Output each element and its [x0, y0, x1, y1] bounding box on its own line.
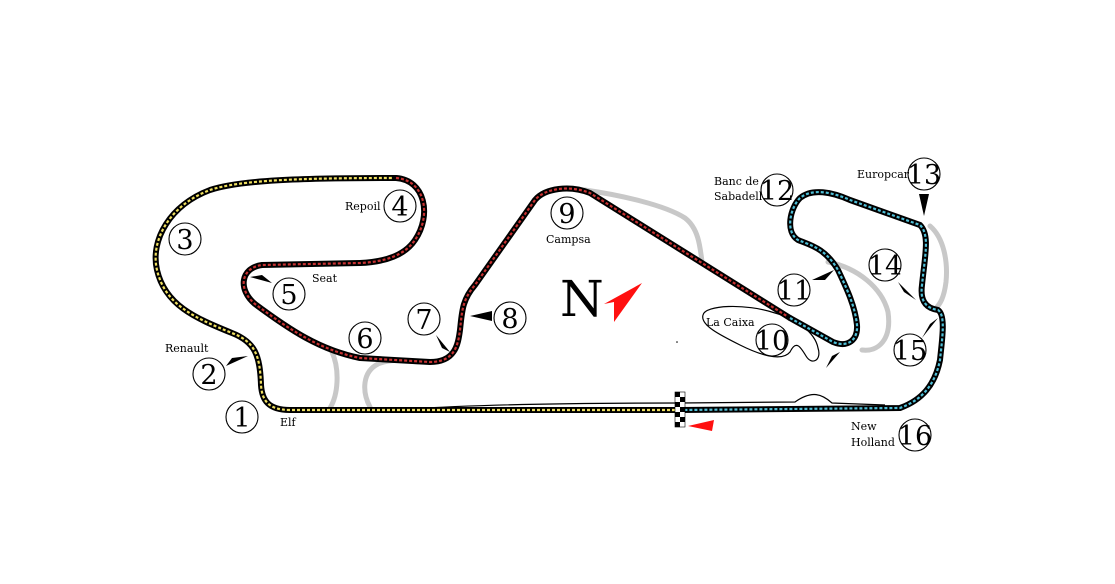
- turn-3-marker: 3: [168, 222, 202, 256]
- turn-14-number: 14: [868, 251, 902, 282]
- turn-1-label: Elf: [280, 416, 297, 429]
- sector-3-outline: [677, 189, 946, 413]
- turn-2-label: Renault: [165, 342, 209, 355]
- sector-2-track: [240, 175, 793, 365]
- turn-3-number: 3: [176, 225, 193, 256]
- turn-11-number: 11: [777, 276, 811, 307]
- pointer-arrow-icon: [812, 270, 834, 280]
- turn-7-number: 7: [415, 305, 432, 336]
- pointer-arrow-icon: [470, 311, 492, 321]
- north-arrow-icon: [604, 283, 642, 322]
- runoff-turn11-old: [825, 259, 892, 353]
- corner-pointers: [226, 194, 938, 368]
- turn-16-number: 16: [898, 421, 932, 452]
- pointer-arrow-icon: [226, 356, 248, 366]
- pointer-arrow-icon: [250, 275, 272, 283]
- turn-7-marker: 7: [407, 302, 441, 336]
- turn-13-marker: 13 Europcar: [857, 157, 941, 191]
- turn-6-marker: 6: [348, 321, 382, 355]
- turn-11-marker: 11: [777, 273, 811, 307]
- map-dot: [676, 341, 678, 343]
- runoff-turn1-connector: [327, 349, 340, 411]
- turn-6-number: 6: [356, 324, 373, 355]
- pointer-arrow-icon: [922, 318, 938, 338]
- turn-4-number: 4: [391, 192, 408, 223]
- pit-lane: [409, 305, 886, 410]
- runoff-turn13-old: [927, 223, 949, 311]
- turn-16-label-line1: New: [851, 420, 877, 433]
- runoff-turn9-old: [582, 187, 705, 265]
- turn-8-number: 8: [501, 304, 518, 335]
- turn-2-marker: 2 Renault: [165, 342, 226, 391]
- turn-12-number: 12: [760, 176, 794, 207]
- sector-1-track: [152, 175, 683, 413]
- turn-10-label: La Caixa: [706, 316, 755, 329]
- sector-3-dashes: [679, 191, 944, 412]
- turn-10-marker: 10 La Caixa: [706, 316, 789, 357]
- turn-4-label: Repoil: [345, 200, 381, 213]
- turn-9-marker: 9 Campsa: [546, 196, 591, 246]
- turn-13-number: 13: [907, 160, 941, 191]
- pointer-arrow-icon: [826, 352, 840, 368]
- start-finish: [674, 391, 714, 431]
- turn-15-marker: 15: [893, 333, 927, 367]
- turn-5-label: Seat: [312, 272, 338, 285]
- race-direction-arrow-icon: [688, 420, 714, 431]
- checkered-flag-icon: [674, 391, 686, 428]
- pit-lane-line: [409, 394, 886, 410]
- turn-16-marker: 16 New Holland: [851, 418, 932, 452]
- turn-9-number: 9: [558, 199, 575, 230]
- turn-13-label: Europcar: [857, 168, 910, 181]
- turn-12-label-line2: Sabadell: [714, 190, 763, 203]
- turn-4-marker: 4 Repoil: [345, 189, 417, 223]
- north-indicator: N: [560, 270, 642, 328]
- pointer-arrow-icon: [898, 282, 916, 300]
- sector-2-dashes: [242, 176, 791, 364]
- turn-15-number: 15: [893, 336, 927, 367]
- pointer-arrow-icon: [436, 335, 450, 352]
- turn-1-number: 1: [233, 403, 250, 434]
- turn-16-label-line2: Holland: [851, 436, 895, 449]
- runoff-turn6-loop: [362, 357, 421, 410]
- turn-8-marker: 8: [493, 301, 527, 335]
- turn-5-marker: 5 Seat: [272, 272, 338, 311]
- turn-10-number: 10: [755, 326, 789, 357]
- turn-1-marker: 1 Elf: [225, 400, 297, 434]
- sector-1-dashes: [154, 176, 680, 412]
- la-caixa-loop: [702, 305, 820, 362]
- turn-12-label-line1: Banc de: [714, 175, 759, 188]
- pointer-arrow-icon: [919, 194, 929, 216]
- turn-markers: 1 Elf 2 Renault 3 4 Repoil 5 Seat 6 7: [165, 157, 941, 452]
- turn-9-label: Campsa: [546, 233, 591, 246]
- north-letter: N: [560, 270, 604, 328]
- turn-5-number: 5: [280, 280, 297, 311]
- turn-2-number: 2: [200, 360, 217, 391]
- turn-14-marker: 14: [868, 248, 902, 282]
- sector-3-track: [677, 189, 946, 413]
- turn-12-marker: 12 Banc de Sabadell: [714, 173, 794, 207]
